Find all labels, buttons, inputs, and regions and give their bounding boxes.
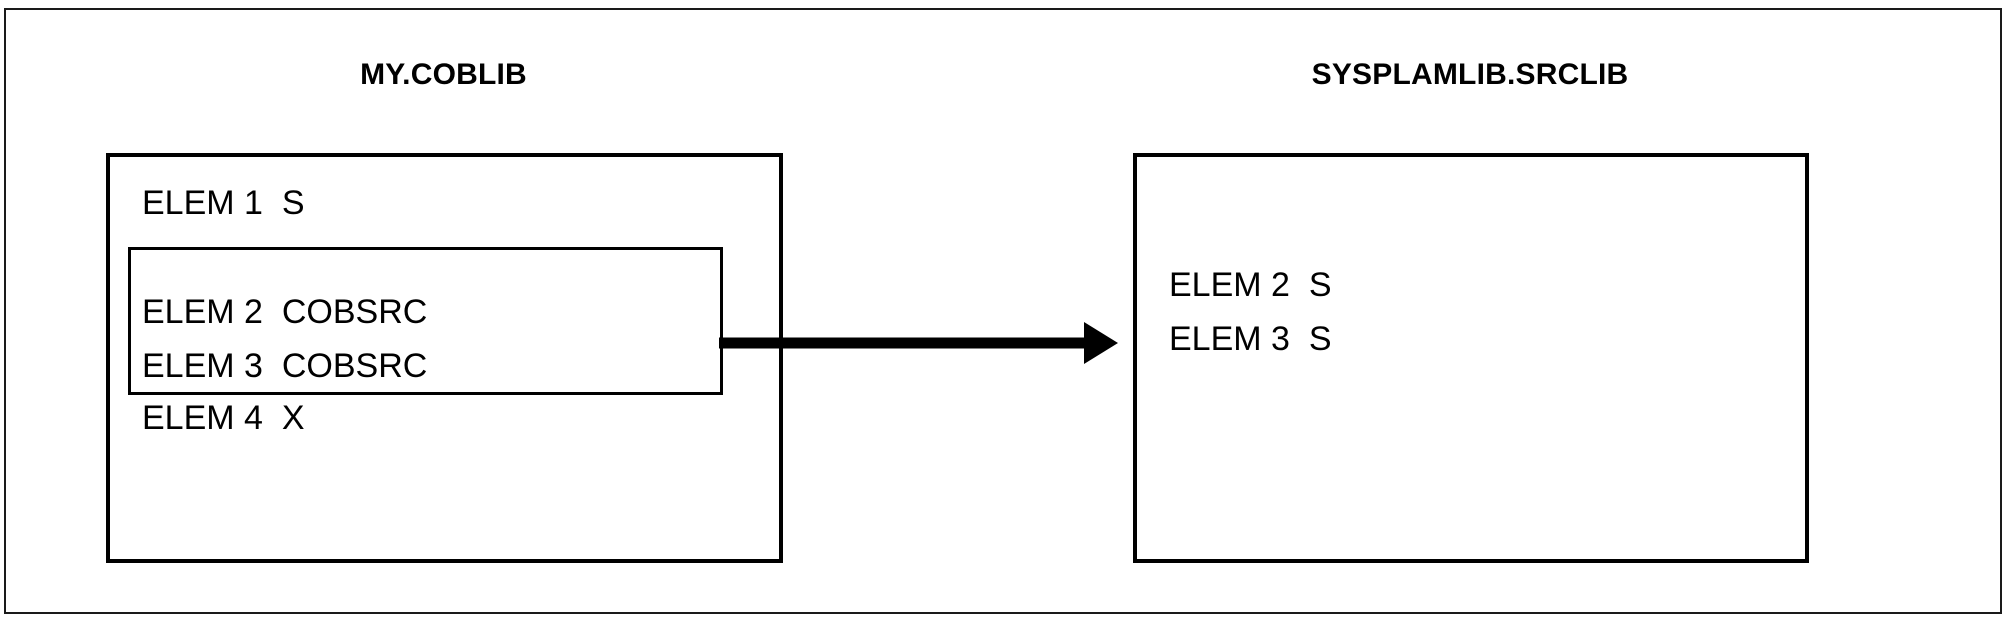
library-box-sysplamlib-srclib xyxy=(1133,153,1809,563)
list-item-elem-1: ELEM 1 S xyxy=(142,184,305,222)
list-item-elem-3: ELEM 3 COBSRC xyxy=(142,347,428,385)
transfer-arrow xyxy=(719,315,1119,371)
list-item-elem-4: ELEM 4 X xyxy=(142,399,305,437)
list-item-target-elem-2: ELEM 2 S xyxy=(1169,266,1332,304)
library-title-left: MY.COBLIB xyxy=(360,58,527,91)
library-box-my-coblib xyxy=(106,153,783,563)
list-item-target-elem-3: ELEM 3 S xyxy=(1169,320,1332,358)
selection-highlight-box xyxy=(128,247,723,395)
library-title-right: SYSPLAMLIB.SRCLIB xyxy=(1311,58,1629,91)
diagram-outer-frame: MY.COBLIB SYSPLAMLIB.SRCLIB ELEM 1 S ELE… xyxy=(4,8,2002,614)
arrow-icon xyxy=(719,322,1118,364)
list-item-elem-2: ELEM 2 COBSRC xyxy=(142,293,428,331)
